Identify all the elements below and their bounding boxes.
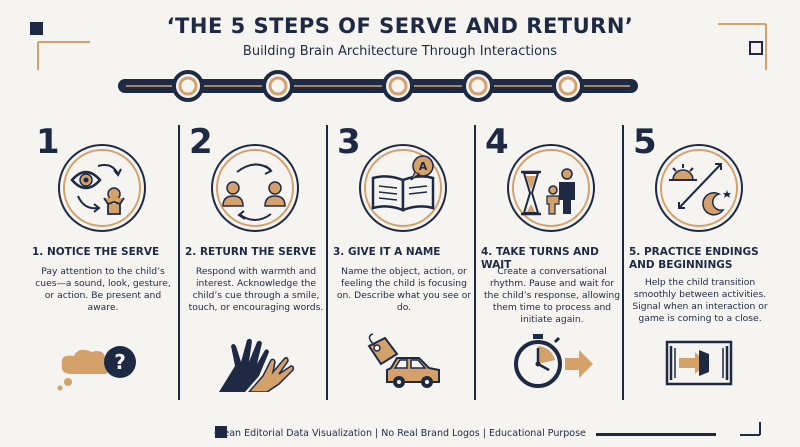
step-number: 2 [189,122,213,162]
timeline-node-1 [172,70,204,102]
tag-car-icon [367,333,440,388]
step-number: 4 [485,122,509,162]
footer-bar [596,433,716,436]
step-heading: 5. PRACTICE ENDINGS AND BEGINNINGS [629,246,759,271]
footer-text: Clean Editorial Data Visualization | No … [214,428,586,439]
step-heading: 1. NOTICE THE SERVE [32,246,160,258]
timeline [118,70,638,102]
timeline-node-2 [262,70,294,102]
step-number: 3 [337,122,361,162]
timeline-node-5 [552,70,584,102]
column-divider [622,125,624,400]
speech-bubble-letter: A [419,160,428,173]
footer-corner-decoration [740,422,761,436]
hourglass-parent-child-icon [507,144,595,232]
step-description: Help the child transition smoothly betwe… [632,277,768,324]
column-divider [178,125,180,400]
column-divider [474,125,476,400]
two-people-exchange-icon [211,144,299,232]
step-description: Pay attention to the child’s cues—a soun… [35,266,171,313]
page-subtitle: Building Brain Architecture Through Inte… [242,44,558,59]
step-number: 5 [633,122,657,162]
step-description: Respond with warmth and interest. Acknow… [188,266,324,313]
step-5: 5 5. PRACTICE ENDINGS AND BEGINNINGS Hel… [625,120,773,420]
sun-moon-transition-icon [655,144,743,232]
door-transition-icon [665,340,733,386]
step-description: Name the object, action, or feeling the … [336,266,472,313]
step-heading: 3. GIVE IT A NAME [333,246,441,258]
step-description: Create a conversational rhythm. Pause an… [483,266,621,325]
step-1: 1 1. NOTICE THE SERVE Pay attention to t… [28,120,176,420]
stopwatch-arrow-icon [514,334,593,388]
column-divider [326,125,328,400]
eye-child-icon [58,144,146,232]
open-book-icon: A [359,144,447,232]
hands-touch-icon [219,338,294,392]
step-3: 3 A 3. GIVE IT A NAME Name the object, a… [329,120,477,420]
svg-text:?: ? [114,350,126,374]
step-heading: 2. RETURN THE SERVE [185,246,317,258]
step-4: 4 4. TAKE TURNS AND WAIT Create a conver… [477,120,625,420]
footer-square-icon [215,426,227,438]
page-title: ‘THE 5 STEPS OF SERVE AND RETURN’ [166,14,634,38]
timeline-node-3 [382,70,414,102]
corner-decoration-top-right [718,23,767,70]
step-heading: 4. TAKE TURNS AND WAIT [481,246,599,271]
timeline-node-4 [462,70,494,102]
step-number: 1 [36,122,60,162]
corner-decoration-top-left [30,22,90,70]
thought-bubble-question-icon: ? [57,346,136,391]
step-2: 2 2. RETURN THE SERVE Respond with warmt… [181,120,329,420]
